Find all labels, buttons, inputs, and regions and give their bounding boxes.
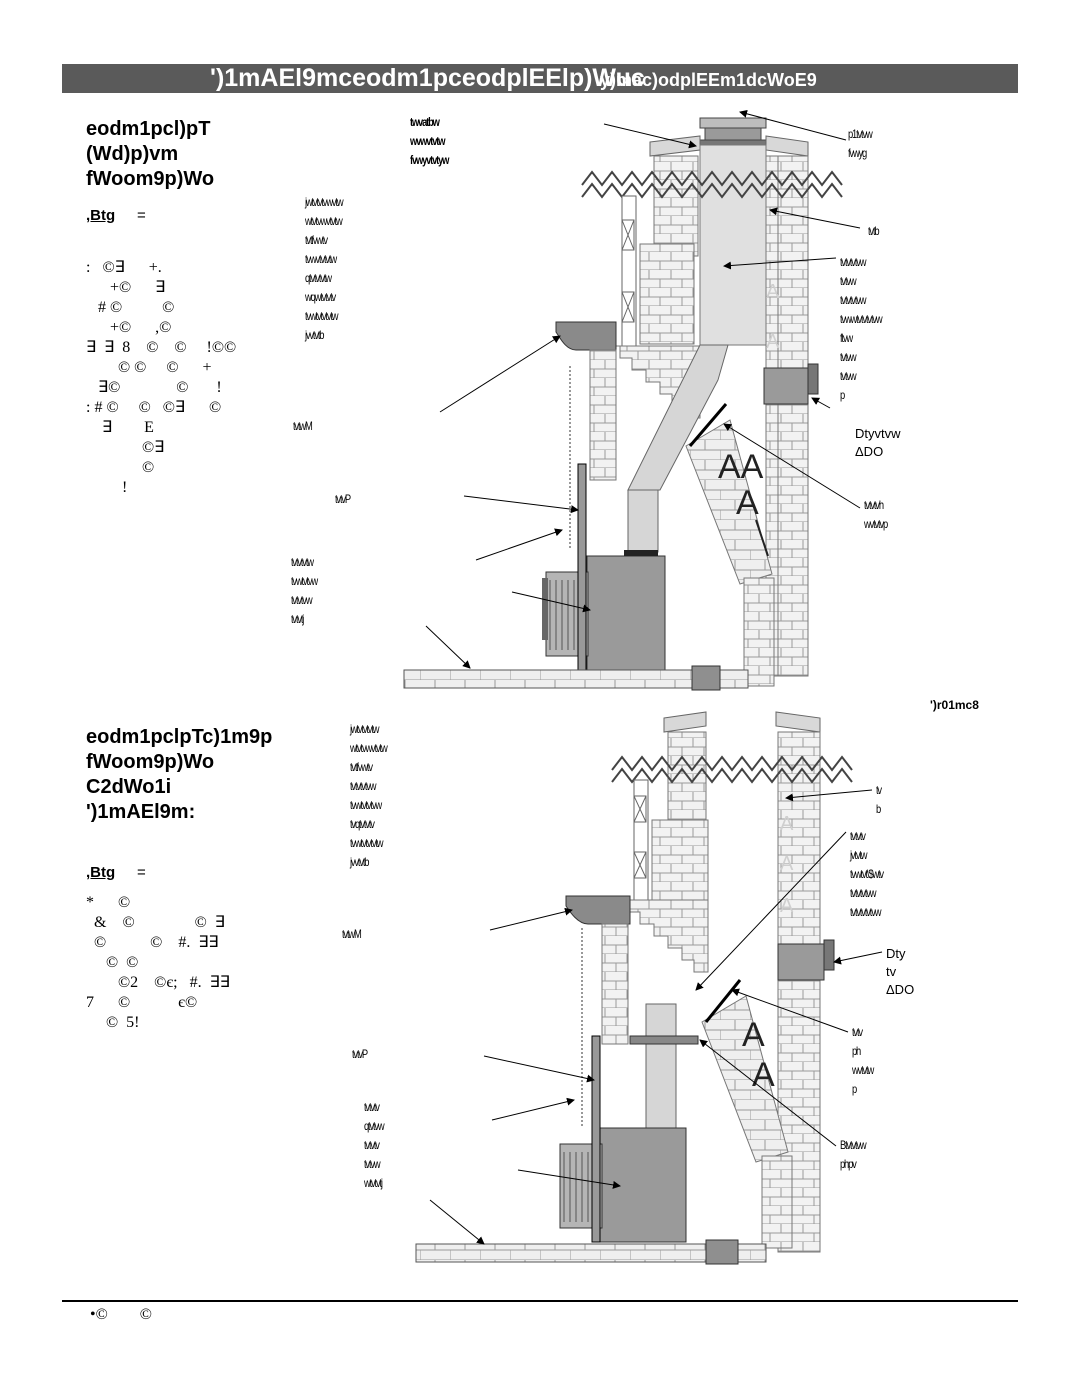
s2-callout-damper: Dty tv ΔDO	[886, 946, 915, 997]
s1-top-note: twvatbw wvwvtvtw fvwyvtvtyw	[410, 115, 449, 167]
section1-fig-eq: =	[137, 207, 146, 224]
diagram2: A A A A A	[415, 711, 883, 1265]
section1-body: : ©∃ +. +© ∃ # © © +© ,© ∃ ∃ 8 © © !©© ©…	[86, 259, 237, 496]
s1-figure-id: ')r01mc8	[930, 698, 979, 712]
s2-callout-liner: tvtvtv jvtvtw tvwtvt\$wtv tvtvtvtvw tvtv…	[850, 829, 884, 919]
s2-callout-hearth: tvtv ph wvtvtw p	[852, 1025, 874, 1096]
s1-callout-chimney: jwtvtvtvwvtw wtvtvwvtvtw tvtfvwtv tvwvtv…	[305, 195, 344, 342]
footer-rule	[62, 1300, 1018, 1302]
s1-callout-hearth: tvtvtvh wvtvtvp	[864, 498, 888, 531]
s2-callout-mantel: tvtwM	[342, 927, 362, 941]
svg-text:A: A	[766, 281, 780, 303]
section2-heading-line4: ')1mAEl9m:	[86, 801, 196, 823]
s1-callout-mantel: tvtwM	[293, 419, 313, 433]
svg-text:A: A	[752, 1056, 775, 1094]
s2-callout-flue: tv b	[876, 783, 882, 816]
s2-callout-chimney: jwtvtvtvtw wtvtvwvtvtw tvtfvwtv tvtvtvtv…	[350, 722, 388, 869]
section1-fig-label: ,Btg	[86, 207, 116, 224]
s1-callout-flue: tvtb	[868, 224, 880, 238]
section2-body: * © & © © ∃ © © #. ∃∃ © © ©2 ©є; #. ∃∃ 7…	[86, 894, 230, 1031]
s1-callout-p1: p1tvtvw fvwyg	[848, 127, 873, 160]
s2-callout-clearance: tvtvP	[352, 1047, 368, 1061]
svg-text:A: A	[736, 484, 759, 522]
section1-heading-line1: eodm1pcl)pT	[86, 118, 211, 140]
section2-fig-label: ,Btg	[86, 864, 116, 881]
section2-fig-eq: =	[137, 864, 146, 881]
s2-callout-adapter: Btvtvtvw phpv	[840, 1138, 867, 1171]
page-title: ')1mAEl9mceodm1pceodplEElp)Wuc	[210, 64, 645, 92]
section2-heading-line1: eodm1pclpTc)1m9p	[86, 726, 273, 748]
diagram1: AA A A A	[403, 109, 861, 691]
header-banner	[62, 64, 1018, 93]
section1-heading-line3: fWoom9p)Wo	[86, 168, 215, 190]
svg-text:A: A	[742, 1016, 765, 1054]
section2-heading-line2: fWoom9p)Wo	[86, 751, 215, 773]
s2-callout-stove: tvtvtv qtvtvw tvtvtv tvtvw wtvtvtj	[364, 1100, 385, 1190]
s1-callout-damper: Dtyvtvw ΔDO	[855, 426, 901, 459]
svg-text:A: A	[780, 895, 794, 917]
page-subtitle: y)mac)odplEEm1dcWoE9	[600, 70, 817, 90]
s1-callout-stove: tvtvtvtw tvwtvtvw tvtvtvw tvtvtj	[291, 555, 318, 626]
svg-text:A: A	[780, 853, 794, 875]
s1-callout-clearance: tvtvP	[335, 492, 351, 506]
section1-heading-line2: (Wd)p)vm	[86, 143, 179, 165]
svg-text:AA: AA	[718, 448, 764, 486]
footer-text: •© ©	[90, 1306, 152, 1323]
s1-callout-liner: tvtvtvtvw tvtvw tvtvtvtvw tvwwtvtvtvtvw …	[840, 255, 883, 402]
section2-heading-line3: C2dWo1i	[86, 776, 172, 798]
svg-text:A: A	[766, 331, 780, 353]
svg-text:A: A	[780, 813, 794, 835]
